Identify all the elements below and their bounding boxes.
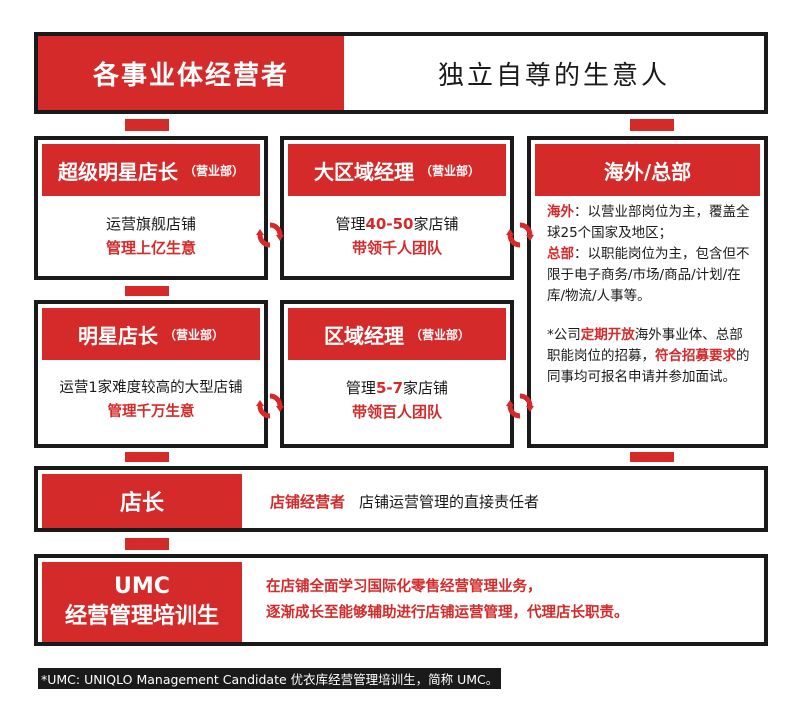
cycle-arrow-icon [256, 221, 284, 249]
note-keyword: 定期开放 [580, 327, 635, 343]
card-text: 家店铺 [413, 215, 459, 233]
card-line-emphasis: 带领百人团队 [351, 403, 442, 421]
card-header: 明星店长 （营业部） [42, 308, 260, 360]
card-title: 海外/总部 [603, 159, 692, 184]
card-umc: UMC 经营管理培训生 在店铺全面学习国际化零售经营管理业务， 逐渐成长至能够辅… [34, 554, 768, 646]
hq-keyword: 总部 [547, 246, 574, 262]
card-line-emphasis: 带领千人团队 [351, 239, 442, 257]
card-line: 管理40-50家店铺 [288, 212, 506, 236]
connector-tab [125, 119, 169, 131]
card-body: 运营旗舰店铺 管理上亿生意 [42, 212, 260, 260]
overseas-text: ：以营业部岗位为主，覆盖全球25个国家及地区； [547, 204, 750, 241]
store-manager-desc: 店铺经营者 店铺运营管理的直接责任者 [270, 474, 539, 528]
card-overseas-hq: 海外/总部 海外：以营业部岗位为主，覆盖全球25个国家及地区； 总部：以职能岗位… [527, 136, 768, 448]
connector-tab [125, 452, 169, 462]
overseas-paragraph: 总部：以职能岗位为主，包含但不限于电子商务/市场/商品/计划/在库/物流/人事等… [547, 244, 753, 307]
card-store-manager: 店长 店铺经营者 店铺运营管理的直接责任者 [34, 466, 768, 532]
store-manager-text: 店铺运营管理的直接责任者 [359, 492, 540, 511]
top-banner: 各事业体经营者 独立自尊的生意人 [34, 32, 768, 114]
overseas-paragraph: 海外：以营业部岗位为主，覆盖全球25个国家及地区； [547, 202, 753, 244]
card-tag: （营业部） [183, 163, 244, 178]
card-star-manager: 明星店长 （营业部） 运营1家难度较高的大型店铺 管理千万生意 [34, 300, 268, 448]
footnote: *UMC: UNIQLO Management Candidate 优衣库经营管… [38, 667, 502, 689]
card-number: 5-7 [375, 379, 404, 397]
card-area-manager: 大区域经理 （营业部） 管理40-50家店铺 带领千人团队 [280, 136, 514, 280]
note-keyword: 符合招募要求 [655, 348, 736, 364]
top-banner-title: 各事业体经营者 [92, 60, 289, 91]
card-line: 管理5-7家店铺 [288, 376, 506, 400]
connector-tab [630, 119, 674, 131]
card-header: 区域经理 （营业部） [288, 308, 506, 360]
note-text: 的同事均可报名申请并参加面试。 [547, 348, 750, 385]
card-body: 运营1家难度较高的大型店铺 管理千万生意 [40, 376, 262, 424]
umc-line: 逐渐成长至能够辅助进行店铺运营管理，代理店长职责。 [266, 605, 629, 621]
card-super-star-manager: 超级明星店长 （营业部） 运营旗舰店铺 管理上亿生意 [34, 136, 268, 280]
card-title: UMC [114, 574, 170, 599]
umc-desc: 在店铺全面学习国际化零售经营管理业务， 逐渐成长至能够辅助进行店铺运营管理，代理… [266, 574, 629, 626]
card-number: 40-50 [365, 215, 414, 233]
overseas-keyword: 海外 [547, 204, 574, 220]
note-text: *公司 [547, 327, 581, 343]
note-text: 海外事业体、总部职能岗位的招募， [547, 327, 743, 364]
store-manager-keyword: 店铺经营者 [270, 492, 346, 511]
card-line-emphasis: 管理上亿生意 [105, 239, 196, 257]
overseas-body: 海外：以营业部岗位为主，覆盖全球25个国家及地区； 总部：以职能岗位为主，包含但… [547, 202, 753, 388]
card-tag: （营业部） [409, 327, 470, 342]
card-header: UMC 经营管理培训生 [42, 562, 242, 642]
card-title: 大区域经理 [313, 159, 414, 184]
top-banner-title-block: 各事业体经营者 [38, 36, 344, 110]
connector-tab [125, 286, 169, 296]
hq-text: ：以职能岗位为主，包含但不限于电子商务/市场/商品/计划/在库/物流/人事等。 [547, 246, 750, 304]
card-body: 管理5-7家店铺 带领百人团队 [288, 376, 506, 424]
connector-tab [125, 538, 169, 550]
card-line: 运营1家难度较高的大型店铺 [59, 380, 243, 396]
card-title: 经营管理培训生 [64, 604, 219, 629]
card-header: 店长 [42, 474, 242, 528]
card-region-manager: 区域经理 （营业部） 管理5-7家店铺 带领百人团队 [280, 300, 514, 448]
card-header: 海外/总部 [535, 144, 760, 196]
card-body: 管理40-50家店铺 带领千人团队 [288, 212, 506, 260]
card-text: 管理 [335, 215, 366, 233]
card-tag: （营业部） [419, 163, 480, 178]
cycle-arrow-icon [506, 392, 534, 420]
overseas-note: *公司定期开放海外事业体、总部职能岗位的招募，符合招募要求的同事均可报名申请并参… [547, 325, 753, 388]
card-title: 区域经理 [323, 323, 404, 348]
card-line: 运营旗舰店铺 [105, 215, 196, 233]
card-text: 管理 [345, 379, 376, 397]
card-text: 家店铺 [403, 379, 449, 397]
top-banner-subtitle: 独立自尊的生意人 [437, 60, 670, 91]
umc-line: 在店铺全面学习国际化零售经营管理业务， [266, 579, 542, 595]
card-tag: （营业部） [163, 327, 224, 342]
card-line-emphasis: 管理千万生意 [107, 404, 195, 420]
cycle-arrow-icon [506, 221, 534, 249]
card-title: 店长 [119, 491, 164, 516]
top-banner-subtitle-block: 独立自尊的生意人 [344, 36, 764, 110]
card-header: 大区域经理 （营业部） [288, 144, 506, 196]
card-title: 明星店长 [77, 323, 158, 348]
card-header: 超级明星店长 （营业部） [42, 144, 260, 196]
footnote-text: *UMC: UNIQLO Management Candidate 优衣库经营管… [38, 667, 502, 689]
card-title: 超级明星店长 [57, 159, 178, 184]
cycle-arrow-icon [256, 392, 284, 420]
connector-tab [630, 452, 674, 462]
